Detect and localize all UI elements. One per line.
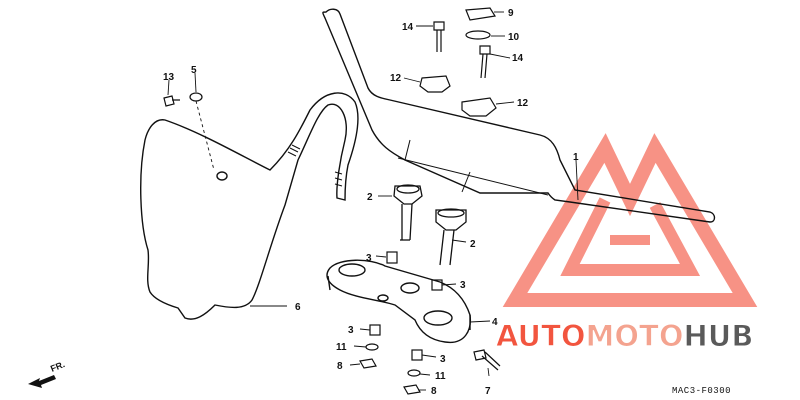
holder-cap-12-b (461, 97, 497, 117)
callout-12-b: 12 (517, 98, 529, 109)
callout-10: 10 (508, 32, 520, 43)
watermark-triangle-logo (502, 133, 758, 307)
collar-3-c (369, 324, 381, 336)
handlebar-holder-left (393, 184, 423, 241)
collar-3-a (386, 251, 398, 264)
callout-8-b: 8 (431, 386, 437, 397)
front-direction-indicator: FR. (28, 359, 66, 388)
callout-14-b: 14 (512, 53, 524, 64)
callout-2-left: 2 (367, 192, 373, 203)
callout-12-a: 12 (390, 73, 402, 84)
callout-9: 9 (508, 8, 514, 19)
callout-11-a: 11 (336, 342, 347, 353)
direction-label: FR. (49, 359, 66, 374)
collar-3-d (411, 349, 423, 361)
diagram-code: MAC3-F0300 (672, 386, 731, 396)
callout-4: 4 (492, 317, 498, 328)
arrow-icon (28, 375, 56, 388)
washer-10 (465, 30, 491, 40)
grommet-5 (189, 92, 203, 102)
bolt-7 (473, 349, 501, 371)
leader-lines (167, 11, 579, 391)
callout-8-a: 8 (337, 361, 343, 372)
bolt-13 (163, 95, 180, 107)
callout-5: 5 (191, 65, 197, 76)
nut-8-b (403, 384, 421, 395)
callout-3-a: 3 (366, 253, 372, 264)
callout-13: 13 (163, 72, 175, 83)
callout-2-right: 2 (470, 239, 476, 250)
bolt-14-top (433, 21, 445, 52)
washer-11-b (407, 369, 421, 377)
holder-cap-12-a (419, 75, 451, 93)
nut-8-a (359, 358, 377, 369)
bolt-14-mid (479, 45, 491, 79)
handlebar (322, 8, 716, 223)
callout-6: 6 (295, 302, 301, 313)
nut-9 (465, 7, 496, 21)
number-plate (140, 92, 359, 320)
svg-text:AUTOMOTOHUB: AUTOMOTOHUB (496, 319, 753, 353)
callout-labels: 1 2 2 3 3 3 3 4 5 6 7 8 8 9 10 11 11 12 … (163, 8, 579, 397)
hardware-parts (163, 7, 501, 395)
top-bridge (326, 259, 472, 344)
callout-3-b: 3 (460, 280, 466, 291)
callout-7: 7 (485, 386, 491, 397)
callout-3-c: 3 (348, 325, 354, 336)
callout-11-b: 11 (435, 371, 446, 382)
brand-word-hub: HUB (684, 319, 754, 353)
washer-11-a (365, 343, 379, 351)
watermark-brand: AUTOMOTOHUB (496, 319, 754, 354)
brand-word-moto: MOTO (586, 319, 684, 353)
callout-14-a: 14 (402, 22, 414, 33)
callout-1: 1 (573, 152, 579, 163)
brand-word-auto: AUTO (496, 319, 586, 353)
handlebar-holder-right (435, 208, 467, 266)
callout-3-d: 3 (440, 354, 446, 365)
